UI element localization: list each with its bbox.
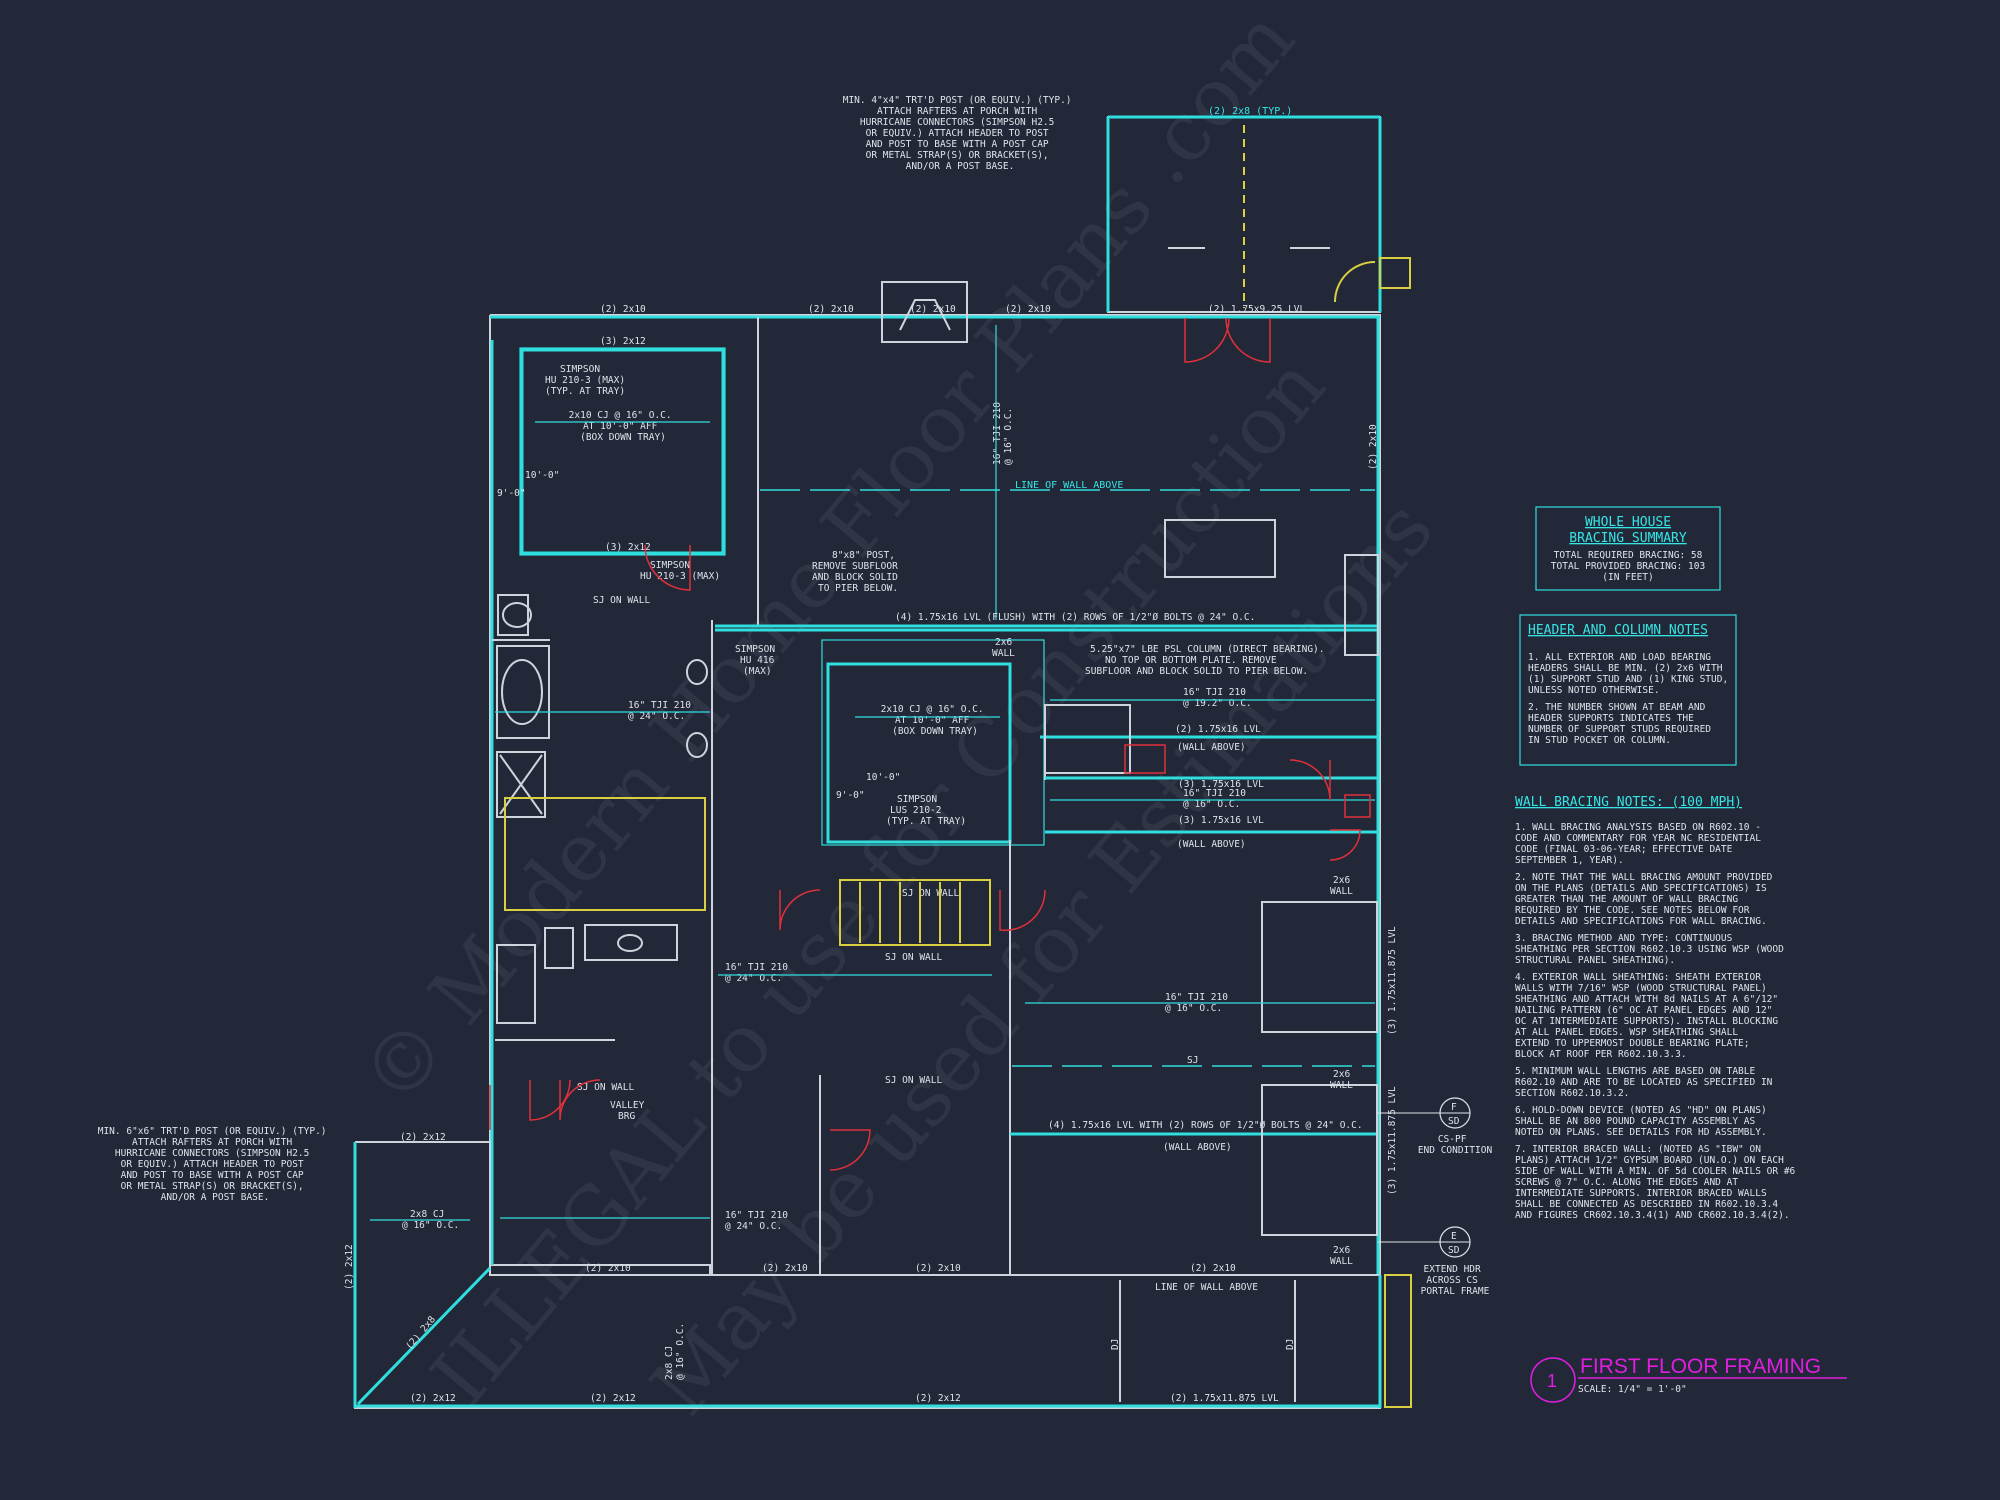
drawing-scale: SCALE: 1/4" = 1'-0" <box>1578 1384 1687 1395</box>
section-tags: F SD CS-PF END CONDITION E SD EXTEND HDR… <box>1378 1097 1493 1297</box>
tag-e-sd: SD <box>1448 1245 1460 1256</box>
cj-2x8-porch: 2x8 CJ @ 16" O.C. <box>402 1209 459 1231</box>
tji-24-b: 16" TJI 210 @ 24" O.C. <box>725 962 794 984</box>
lvl-2-925-top: (2) 1.75x9.25 LVL <box>1208 304 1306 315</box>
wall-above-c: (WALL ABOVE) <box>1163 1142 1232 1153</box>
tag-f: F <box>1451 1102 1457 1113</box>
hdr-3-2x12-bot: (3) 2x12 <box>605 542 651 553</box>
tji-19-a: 16" TJI 210 @ 19.2" O.C. <box>1183 687 1252 709</box>
bracing-units: (IN FEET) <box>1602 572 1653 583</box>
wall-2x6-c: 2x6 WALL <box>1330 1069 1356 1091</box>
simpson-hu-max: SIMPSON HU 210-3 (MAX) <box>640 560 720 582</box>
interior-framing: LINE OF WALL ABOVE 16" TJI 210 @ 16" O.C… <box>492 304 1398 1275</box>
column-note: 5.25"x7" LBE PSL COLUMN (DIRECT BEARING)… <box>1085 644 1330 677</box>
line-of-wall-above-a: LINE OF WALL ABOVE <box>1015 480 1123 491</box>
front-porch: 2x8 CJ @ 16" O.C. (2) 2x12 (2) 2x12 (2) … <box>344 1132 1412 1409</box>
sj-on-wall-c: SJ ON WALL <box>577 1082 634 1093</box>
lvl-3-1175-right: (3) 1.75x11.875 LVL <box>1387 1086 1398 1195</box>
lvl-2-wall-above: (2) 1.75x16 LVL <box>1175 724 1261 735</box>
header-notes-title: HEADER AND COLUMN NOTES <box>1528 623 1708 638</box>
cj-box-tray-2: 2x10 CJ @ 16" O.C. AT 10'-0" AFF (BOX DO… <box>881 704 990 737</box>
lvl-flush-label: (4) 1.75x16 LVL (FLUSH) WITH (2) ROWS OF… <box>895 612 1255 623</box>
tji-24-c: 16" TJI 210 @ 24" O.C. <box>725 1210 794 1232</box>
wall-above-b: (WALL ABOVE) <box>1177 839 1246 850</box>
tag-f-sd: SD <box>1448 1116 1460 1127</box>
wall-2x6-b: 2x6 WALL <box>1330 875 1356 897</box>
cj-2x8-vertical: 2x8 CJ @ 16" O.C. <box>664 1323 686 1380</box>
cj-box-tray-1: 2x10 CJ @ 16" O.C. AT 10'-0" AFF (BOX DO… <box>569 410 678 443</box>
dim-10-0-a: 10'-0" <box>525 470 559 481</box>
simpson-lus: SIMPSON LUS 210-2 (TYP. AT TRAY) <box>886 794 966 827</box>
hdr-2x12-porch-b: (2) 2x12 <box>410 1393 456 1404</box>
master-bedroom-tray: SIMPSON HU 210-3 (MAX) (TYP. AT TRAY) 2x… <box>497 336 726 606</box>
drawing-number: 1 <box>1547 1371 1557 1391</box>
tji-16-b: 16" TJI 210 @ 16" O.C. <box>1183 788 1252 810</box>
hdr-2x10-bot-b: (2) 2x10 <box>762 1263 808 1274</box>
line-of-wall-above-b: LINE OF WALL ABOVE <box>1155 1282 1258 1293</box>
tji-16-c: 16" TJI 210 @ 16" O.C. <box>1165 992 1234 1014</box>
hdr-2x12-porch-a: (2) 2x12 <box>400 1132 446 1143</box>
extend-hdr-note: EXTEND HDR ACROSS CS PORTAL FRAME <box>1421 1264 1490 1297</box>
bottom-porch-note-text: MIN. 6"x6" TRT'D POST (OR EQUIV.) (TYP.)… <box>98 1126 333 1203</box>
header-column-notes: HEADER AND COLUMN NOTES 1. ALL EXTERIOR … <box>1519 614 1737 766</box>
lvl-2-1175-porch: (2) 1.75x11.875 LVL <box>1170 1393 1279 1404</box>
sj-on-wall-b: SJ ON WALL <box>885 952 942 963</box>
lvl-4-bolts: (4) 1.75x16 LVL WITH (2) ROWS OF 1/2"Ø B… <box>1048 1120 1363 1131</box>
simpson-hu-typ: SIMPSON HU 210-3 (MAX) (TYP. AT TRAY) <box>545 364 631 397</box>
dim-9-0-b: 9'-0" <box>836 790 865 801</box>
hdr-2x10-top-d: (2) 2x10 <box>1005 304 1051 315</box>
wall-above-a: (WALL ABOVE) <box>1177 742 1246 753</box>
bracing-summary-title-1: WHOLE HOUSE <box>1585 515 1671 530</box>
header-notes-body: 1. ALL EXTERIOR AND LOAD BEARING HEADERS… <box>1528 652 1734 746</box>
hdr-3-2x12-top: (3) 2x12 <box>600 336 646 347</box>
hdr-2x12-porch-d: (2) 2x12 <box>915 1393 961 1404</box>
wall-bracing-title: WALL BRACING NOTES: (100 MPH) <box>1515 795 1742 810</box>
hdr-2x10-top-a: (2) 2x10 <box>600 304 646 315</box>
sj-on-wall-e: SJ ON WALL <box>902 888 959 899</box>
sj-on-wall-a: SJ ON WALL <box>593 595 650 606</box>
lvl-3-b: (3) 1.75x16 LVL <box>1178 815 1264 826</box>
tji-16-a: 16" TJI 210 @ 16" O.C. <box>992 396 1014 465</box>
hdr-2x12-porch-c: (2) 2x12 <box>590 1393 636 1404</box>
porch-rafter-label: (2) 2x8 (TYP.) <box>1208 106 1292 117</box>
doors <box>489 317 1371 1171</box>
top-porch-note-text: MIN. 4"x4" TRT'D POST (OR EQUIV.) (TYP.)… <box>843 95 1078 172</box>
hdr-2x10-top-c: (2) 2x10 <box>910 304 956 315</box>
lvl-3-a: (3) 1.75x16 LVL <box>1178 779 1264 790</box>
dim-10-0-b: 10'-0" <box>866 772 900 783</box>
valley-brg: VALLEY BRG <box>610 1100 650 1122</box>
tag-e: E <box>1451 1231 1457 1242</box>
drawing-title: FIRST FLOOR FRAMING <box>1580 1355 1821 1378</box>
sj-on-wall-d: SJ ON WALL <box>885 1075 942 1086</box>
dj-label-b: DJ <box>1285 1339 1296 1350</box>
post-8x8-note: 8"x8" POST, REMOVE SUBFLOOR AND BLOCK SO… <box>812 550 904 594</box>
dj-label-a: DJ <box>1110 1339 1121 1350</box>
bracing-required: TOTAL REQUIRED BRACING: 58 <box>1554 550 1703 561</box>
hdr-2x10-bot-c: (2) 2x10 <box>915 1263 961 1274</box>
dim-9-0-a: 9'-0" <box>497 488 526 499</box>
wall-2x6-a: 2x6 WALL <box>992 637 1018 659</box>
wall-2x6-d: 2x6 WALL <box>1330 1245 1356 1267</box>
rear-porch: (2) 2x8 (TYP.) <box>1106 106 1411 313</box>
bracing-provided: TOTAL PROVIDED BRACING: 103 <box>1551 561 1705 572</box>
cs-pf-note: CS-PF END CONDITION <box>1418 1134 1493 1156</box>
bracing-summary-title-2: BRACING SUMMARY <box>1569 531 1687 546</box>
bottom-porch-note: MIN. 6"x6" TRT'D POST (OR EQUIV.) (TYP.)… <box>98 1126 333 1203</box>
drawing-title-block: 1 FIRST FLOOR FRAMING SCALE: 1/4" = 1'-0… <box>1530 1355 1847 1403</box>
bracing-summary-box: WHOLE HOUSE BRACING SUMMARY TOTAL REQUIR… <box>1535 506 1721 591</box>
hdr-2x10-bot-d: (2) 2x10 <box>1190 1263 1236 1274</box>
top-porch-note: MIN. 4"x4" TRT'D POST (OR EQUIV.) (TYP.)… <box>843 95 1078 172</box>
hdr-2x12-porch-left: (2) 2x12 <box>344 1244 355 1290</box>
sj-label: SJ <box>1187 1055 1198 1066</box>
simpson-hu416: SIMPSON HU 416 (MAX) <box>735 644 781 677</box>
hdr-2x10-top-b: (2) 2x10 <box>808 304 854 315</box>
lvl-2-1175-right: (3) 1.75x11.875 LVL <box>1387 926 1398 1035</box>
wall-bracing-notes: WALL BRACING NOTES: (100 MPH) 1. WALL BR… <box>1515 795 1801 1221</box>
wall-bracing-body: 1. WALL BRACING ANALYSIS BASED ON R602.1… <box>1515 822 1801 1221</box>
tji-24-a: 16" TJI 210 @ 24" O.C. <box>628 700 697 722</box>
hdr-2x10-right: (2) 2x10 <box>1368 424 1379 470</box>
hdr-2x10-bot-a: (2) 2x10 <box>585 1263 631 1274</box>
